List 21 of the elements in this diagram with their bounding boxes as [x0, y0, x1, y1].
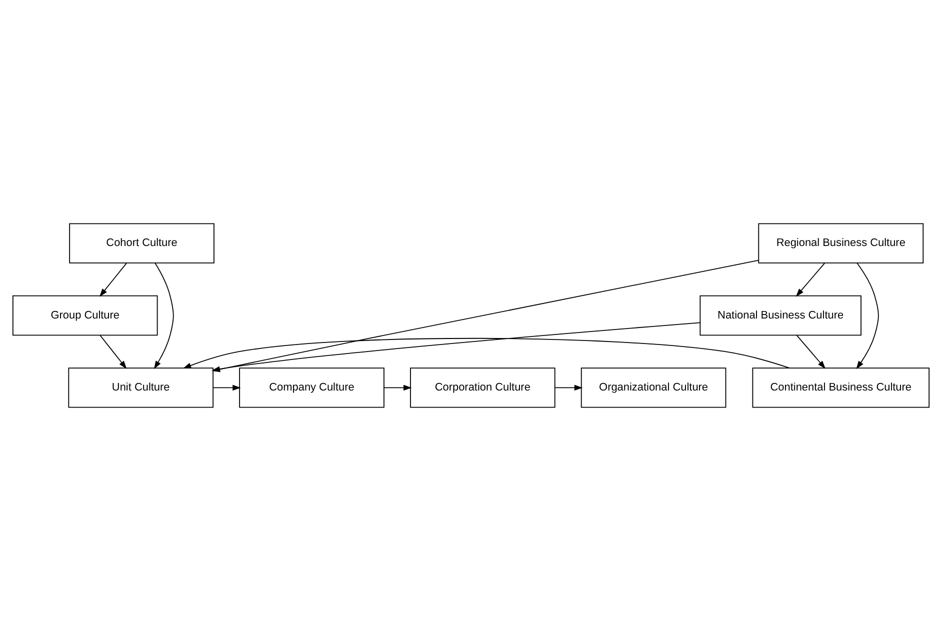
- arrow: [212, 384, 241, 390]
- node-box: Continental Business Culture: [752, 367, 930, 408]
- arrow: [100, 334, 127, 368]
- node-box: Group Culture: [12, 294, 158, 336]
- node-box: National Business Culture: [700, 294, 862, 336]
- arrow: [384, 384, 412, 390]
- node-box: Regional Business Culture: [758, 222, 924, 263]
- node-box: Organizational Culture: [580, 367, 726, 408]
- arrow: [212, 322, 701, 372]
- node-box: Corporation Culture: [410, 367, 556, 408]
- arrow: [99, 262, 128, 296]
- node-box: Cohort Culture: [69, 222, 214, 263]
- arrow: [856, 262, 879, 369]
- arrow: [796, 262, 826, 296]
- arrow: [182, 337, 790, 368]
- node-box: Company Culture: [239, 367, 384, 408]
- arrow: [154, 262, 174, 369]
- arrow: [554, 384, 583, 390]
- arrow: [212, 259, 759, 372]
- arrow: [796, 334, 826, 368]
- node-box: Unit Culture: [68, 367, 214, 408]
